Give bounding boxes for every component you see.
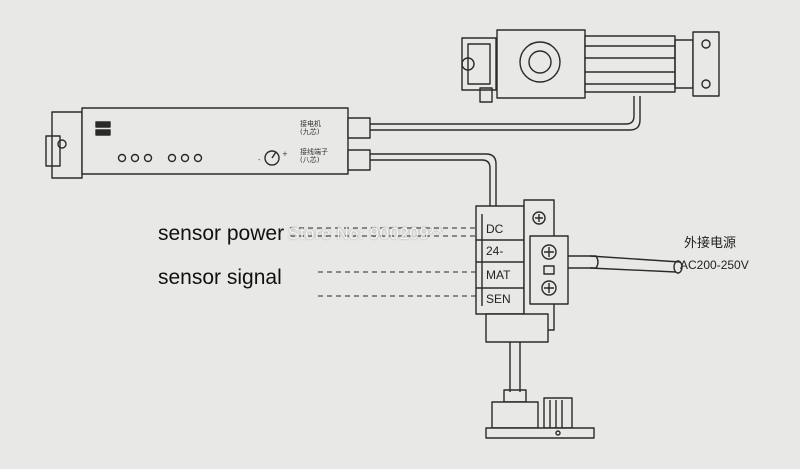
external-power-label: 外接电源	[684, 236, 737, 251]
terminal-port-label-line1: 接线端子	[300, 148, 328, 156]
sensor-power-label: sensor power	[158, 222, 285, 245]
controller-box	[45, 107, 371, 179]
knob-plus-label: +	[282, 150, 288, 158]
motor-port-label-line2: (九芯)	[300, 128, 320, 136]
terminal-block-body	[475, 199, 569, 343]
motor-assembly	[461, 29, 720, 103]
sensor-signal-label: sensor signal	[158, 266, 282, 289]
store-watermark: Store No: 900209**	[288, 224, 444, 243]
terminal-port-label-line2: (八芯)	[300, 156, 320, 164]
motor-port-label-line1: 接电机	[300, 120, 321, 128]
terminal-row-24: 24-	[486, 244, 504, 258]
knob-minus-label: -	[258, 156, 261, 164]
voltage-label: AC200-250V	[680, 258, 749, 272]
terminal-row-dc: DC	[486, 222, 504, 236]
terminal-row-sen: SEN	[486, 292, 511, 306]
terminal-row-mat: MAT	[486, 268, 511, 282]
